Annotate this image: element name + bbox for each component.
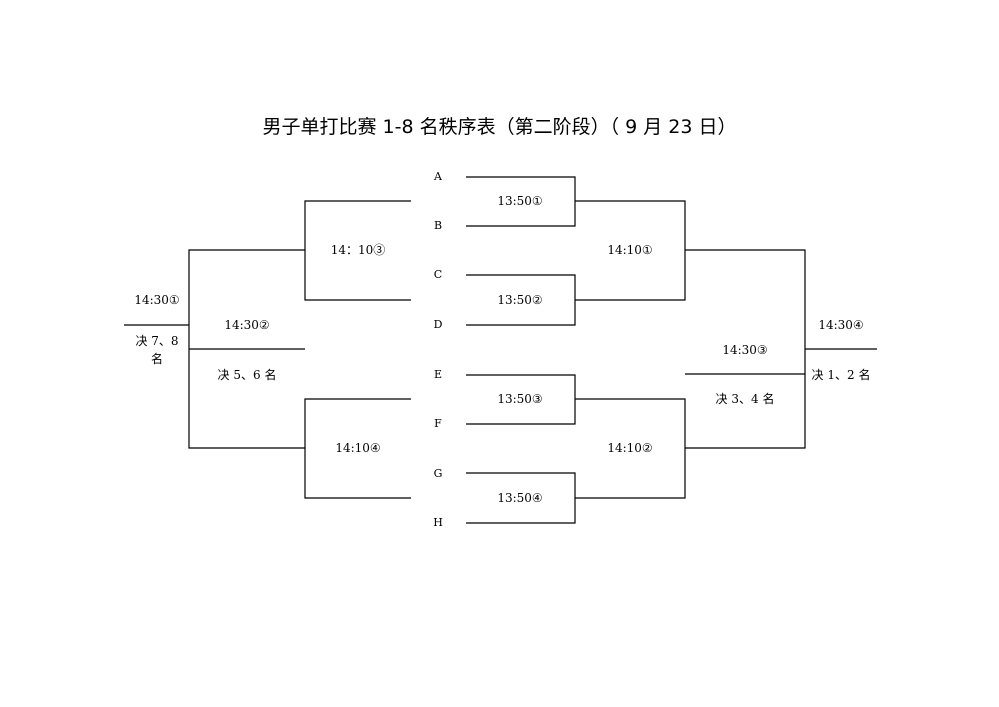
seed-e: E <box>433 368 443 381</box>
match-time-semi-consolation-1: 14：10③ <box>330 243 386 257</box>
seed-a: A <box>434 170 442 183</box>
match-time-semi-main-1: 14:10① <box>607 243 653 257</box>
label-final-1-2: 决 1、2 名 <box>811 368 871 382</box>
label-final-7-8-line1: 决 7、8 <box>135 334 179 348</box>
match-time-final-5-6: 14:30② <box>224 318 270 332</box>
label-final-5-6: 决 5、6 名 <box>217 368 277 382</box>
match-time-r1-2: 13:50② <box>497 293 543 307</box>
seed-h: H <box>433 516 443 529</box>
match-time-semi-consolation-2: 14:10④ <box>335 441 381 455</box>
label-final-7-8-line2: 名 <box>150 352 164 366</box>
page-title: 男子单打比赛 1-8 名秩序表（第二阶段）（ 9 月 23 日） <box>262 116 737 138</box>
match-time-final-3-4: 14:30③ <box>722 343 768 357</box>
seed-f: F <box>434 417 442 430</box>
match-time-r1-4: 13:50④ <box>497 491 543 505</box>
seed-b: B <box>433 219 443 232</box>
match-time-r1-3: 13:50③ <box>497 392 543 406</box>
label-final-3-4: 决 3、4 名 <box>715 392 775 406</box>
seed-d: D <box>433 318 443 331</box>
match-time-final-1-2: 14:30④ <box>818 318 864 332</box>
match-time-final-7-8: 14:30① <box>134 293 180 307</box>
match-time-r1-1: 13:50① <box>497 194 543 208</box>
seed-c: C <box>433 268 443 281</box>
match-time-semi-main-2: 14:10② <box>607 441 653 455</box>
seed-g: G <box>433 467 443 480</box>
